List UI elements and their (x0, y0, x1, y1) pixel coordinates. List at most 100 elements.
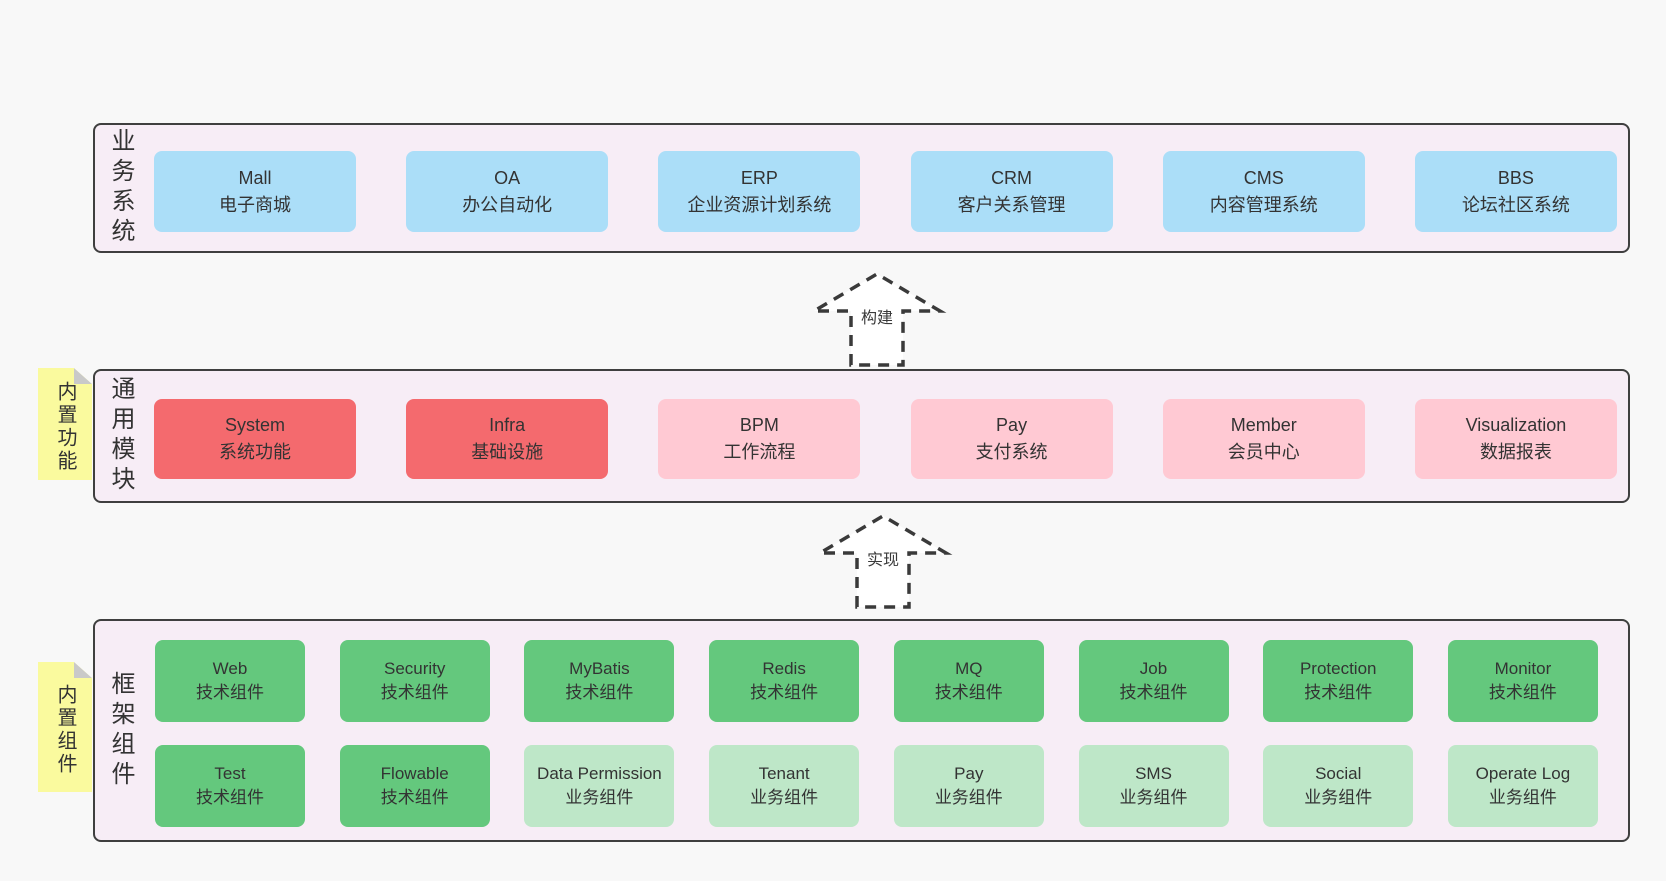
box-subtitle: 工作流程 (723, 442, 796, 462)
box-subtitle: 电子商城 (219, 194, 291, 215)
box-subtitle: 技术组件 (1304, 683, 1373, 702)
component-box-pay: Pay 业务组件 (893, 745, 1044, 827)
box-subtitle: 办公自动化 (462, 194, 553, 215)
business-box-cms: CMS 内容管理系统 (1162, 151, 1365, 232)
module-box-member: Member 会员中心 (1162, 399, 1365, 479)
component-box-sms: SMS 业务组件 (1078, 745, 1229, 827)
box-title: Web (212, 658, 248, 678)
box-title: BBS (1497, 167, 1534, 188)
component-box-mq: MQ 技术组件 (893, 640, 1044, 722)
builtin-components-sticky-note: 内置组件 (38, 662, 92, 792)
box-title: BPM (739, 415, 779, 435)
box-subtitle: 企业资源计划系统 (687, 194, 832, 215)
business-systems-band: 业务系统 Mall 电子商城 OA 办公自动化 ERP 企业资源计划系统 CRM… (93, 123, 1630, 253)
box-subtitle: 技术组件 (565, 683, 634, 702)
box-subtitle: 会员中心 (1227, 442, 1300, 462)
box-subtitle: 技术组件 (196, 683, 264, 702)
components-box-row-1: Web 技术组件 Security 技术组件 MyBatis 技术组件 Redi… (155, 640, 1598, 722)
module-box-pay: Pay 支付系统 (910, 399, 1113, 479)
module-box-visualization: Visualization 数据报表 (1414, 399, 1617, 479)
modules-band-side-label: 通用模块 (107, 376, 134, 496)
implement-arrow: 实现 (813, 510, 953, 610)
build-arrow-label: 构建 (857, 304, 897, 328)
build-arrow: 构建 (807, 268, 947, 368)
box-subtitle: 系统功能 (219, 442, 291, 462)
box-subtitle: 技术组件 (1488, 683, 1557, 702)
box-title: Operate Log (1475, 763, 1571, 783)
folded-corner-icon (74, 662, 92, 678)
box-title: Member (1230, 415, 1297, 435)
module-box-bpm: BPM 工作流程 (658, 399, 861, 479)
box-subtitle: 支付系统 (975, 442, 1048, 462)
box-title: Pay (954, 763, 984, 783)
box-subtitle: 技术组件 (1119, 683, 1188, 702)
component-box-web: Web 技术组件 (155, 640, 305, 722)
builtin-features-label: 内置功能 (54, 380, 76, 473)
box-title: Protection (1299, 658, 1377, 678)
box-subtitle: 技术组件 (196, 788, 264, 807)
framework-components-band: 框架组件 Web 技术组件 Security 技术组件 MyBatis 技术组件… (93, 619, 1630, 842)
component-box-tenant: Tenant 业务组件 (709, 745, 860, 827)
box-title: Tenant (758, 763, 810, 783)
box-title: Job (1139, 658, 1168, 678)
box-subtitle: 业务组件 (934, 788, 1003, 807)
box-subtitle: 业务组件 (750, 788, 819, 807)
box-title: Pay (996, 415, 1028, 435)
box-title: ERP (740, 167, 778, 188)
box-title: CMS (1243, 167, 1284, 188)
box-title: Monitor (1494, 658, 1552, 678)
box-title: Data Permission (537, 763, 662, 783)
component-box-redis: Redis 技术组件 (709, 640, 860, 722)
box-title: Flowable (380, 763, 449, 783)
common-modules-band: 通用模块 System 系统功能 Infra 基础设施 BPM 工作流程 Pay… (93, 369, 1630, 503)
business-box-erp: ERP 企业资源计划系统 (658, 151, 861, 232)
module-box-system: System 系统功能 (154, 399, 356, 479)
box-subtitle: 技术组件 (934, 683, 1003, 702)
box-subtitle: 内容管理系统 (1209, 194, 1318, 215)
component-box-security: Security 技术组件 (339, 640, 490, 722)
component-box-monitor: Monitor 技术组件 (1447, 640, 1598, 722)
box-title: Social (1315, 763, 1362, 783)
box-title: Test (214, 763, 246, 783)
box-subtitle: 业务组件 (1488, 788, 1557, 807)
box-subtitle: 客户关系管理 (957, 194, 1066, 215)
component-box-operate-log: Operate Log 业务组件 (1447, 745, 1598, 827)
box-subtitle: 业务组件 (1119, 788, 1188, 807)
business-box-row: Mall 电子商城 OA 办公自动化 ERP 企业资源计划系统 CRM 客户关系… (154, 151, 1617, 232)
box-subtitle: 基础设施 (471, 442, 544, 462)
component-box-job: Job 技术组件 (1078, 640, 1229, 722)
box-title: Security (383, 658, 446, 678)
builtin-components-label: 内置组件 (54, 683, 76, 776)
box-subtitle: 业务组件 (1304, 788, 1373, 807)
business-box-bbs: BBS 论坛社区系统 (1414, 151, 1617, 232)
box-title: SMS (1135, 763, 1172, 783)
box-title: OA (494, 167, 521, 188)
box-subtitle: 业务组件 (565, 788, 634, 807)
box-title: Infra (489, 415, 526, 435)
modules-box-row: System 系统功能 Infra 基础设施 BPM 工作流程 Pay 支付系统… (154, 399, 1617, 479)
box-title: CRM (991, 167, 1033, 188)
component-box-test: Test 技术组件 (155, 745, 305, 827)
component-box-mybatis: MyBatis 技术组件 (524, 640, 675, 722)
box-title: MyBatis (569, 658, 630, 678)
business-box-oa: OA 办公自动化 (406, 151, 609, 232)
business-box-crm: CRM 客户关系管理 (910, 151, 1113, 232)
builtin-features-sticky-note: 内置功能 (38, 368, 92, 480)
box-title: Redis (762, 658, 806, 678)
box-subtitle: 数据报表 (1479, 442, 1552, 462)
box-subtitle: 技术组件 (380, 788, 449, 807)
component-box-flowable: Flowable 技术组件 (339, 745, 490, 827)
box-title: Visualization (1465, 415, 1567, 435)
components-box-row-2: Test 技术组件 Flowable 技术组件 Data Permission … (155, 745, 1598, 827)
box-subtitle: 技术组件 (750, 683, 819, 702)
component-box-protection: Protection 技术组件 (1263, 640, 1414, 722)
components-band-side-label: 框架组件 (107, 670, 134, 791)
folded-corner-icon (74, 368, 92, 384)
box-title: MQ (955, 658, 983, 678)
component-box-data-permission: Data Permission 业务组件 (524, 745, 675, 827)
box-subtitle: 论坛社区系统 (1461, 194, 1570, 215)
module-box-infra: Infra 基础设施 (406, 399, 609, 479)
implement-arrow-label: 实现 (863, 546, 903, 570)
box-title: System (224, 415, 285, 435)
component-box-social: Social 业务组件 (1263, 745, 1414, 827)
